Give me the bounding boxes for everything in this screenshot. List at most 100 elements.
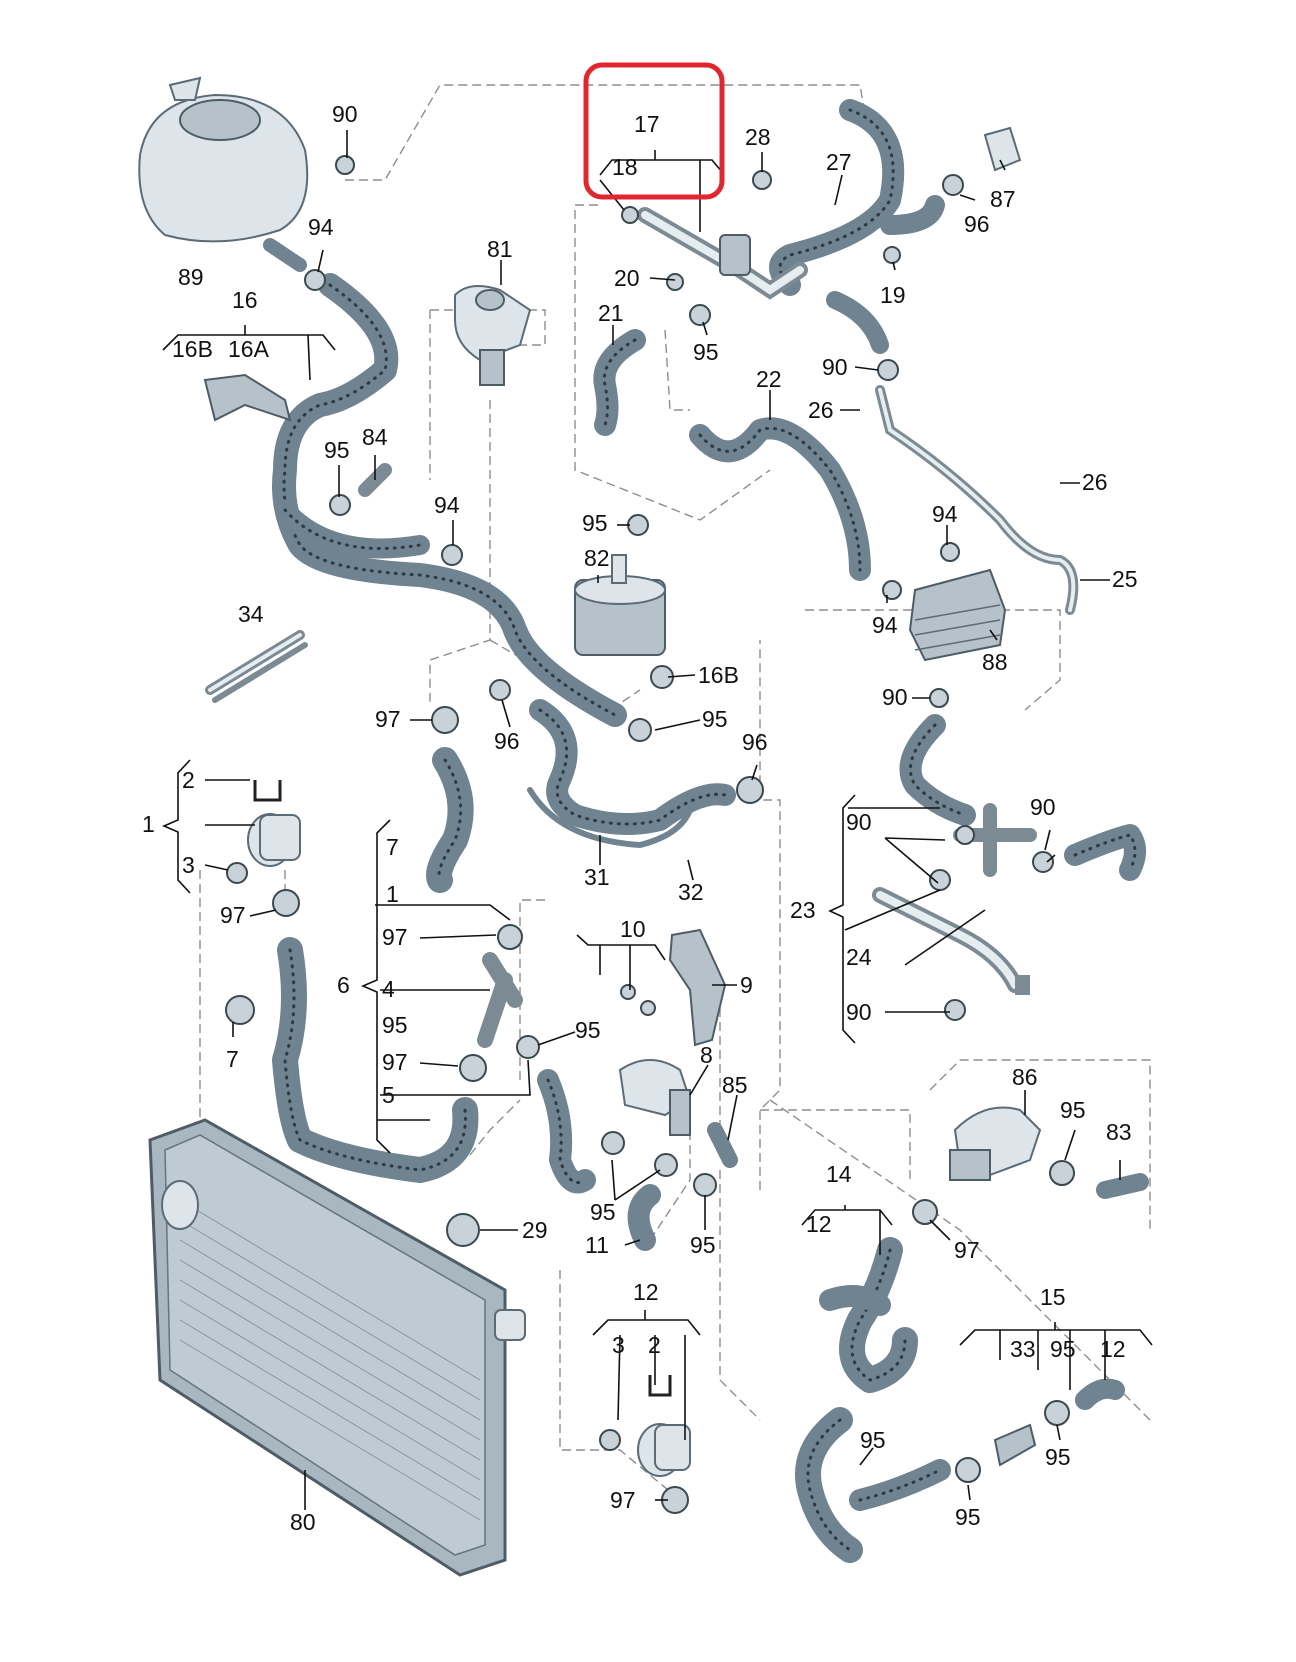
- callout-29: 29: [522, 1217, 548, 1243]
- callout-1: 1: [142, 811, 155, 837]
- callout-8: 8: [700, 1042, 713, 1068]
- thermostat-86: [949, 1106, 1042, 1181]
- callout-95: 95: [575, 1017, 601, 1043]
- callout-3: 3: [612, 1332, 625, 1358]
- callout-95: 95: [702, 706, 728, 732]
- callout-94: 94: [308, 214, 334, 240]
- bracket-16a: [203, 373, 292, 422]
- callout-80: 80: [290, 1509, 316, 1535]
- flange-1: [247, 780, 301, 867]
- callout-97: 97: [954, 1237, 980, 1263]
- callout-95: 95: [1050, 1336, 1076, 1362]
- coolant-hoses: [272, 99, 1146, 1563]
- callout-17: 17: [634, 111, 660, 137]
- callout-95: 95: [382, 1012, 408, 1038]
- oil-cooler-88: [908, 568, 1007, 662]
- callout-22: 22: [756, 366, 782, 392]
- sensor-87: [983, 126, 1022, 172]
- callout-1-lower: 1: [386, 881, 399, 907]
- callout-90: 90: [1030, 794, 1056, 820]
- callout-82: 82: [584, 545, 610, 571]
- callout-leaders: [161, 130, 1153, 1510]
- callout-95: 95: [860, 1427, 886, 1453]
- callout-95: 95: [690, 1232, 716, 1258]
- callout-85: 85: [722, 1072, 748, 1098]
- callout-20: 20: [614, 265, 640, 291]
- callout-96: 96: [742, 729, 768, 755]
- hose-clips: [225, 155, 1075, 1514]
- callout-23: 23: [790, 897, 816, 923]
- callout-87: 87: [990, 186, 1016, 212]
- callout-94: 94: [434, 492, 460, 518]
- connector-33: [993, 1423, 1037, 1467]
- callout-3: 3: [182, 852, 195, 878]
- callout-94: 94: [932, 501, 958, 527]
- callout-95: 95: [1060, 1097, 1086, 1123]
- callout-6: 6: [337, 972, 350, 998]
- callout-97: 97: [382, 924, 408, 950]
- callout-16a: 16A: [228, 336, 270, 362]
- callout-95: 95: [582, 510, 608, 536]
- callout-26: 26: [1082, 469, 1108, 495]
- callout-83: 83: [1106, 1119, 1132, 1145]
- callout-27: 27: [826, 149, 852, 175]
- callout-84: 84: [362, 424, 388, 450]
- callout-88: 88: [982, 649, 1008, 675]
- callout-10: 10: [620, 916, 646, 942]
- callout-97: 97: [375, 706, 401, 732]
- callout-32: 32: [678, 879, 704, 905]
- callout-5: 5: [382, 1082, 395, 1108]
- callout-numbers: 17 18 90 89 94 16 16B 16A 95 84 94 81 28…: [142, 101, 1138, 1535]
- callout-7: 7: [386, 834, 399, 860]
- callout-34: 34: [238, 601, 264, 627]
- callout-90: 90: [332, 101, 358, 127]
- callout-2: 2: [648, 1332, 661, 1358]
- callout-2: 2: [182, 767, 195, 793]
- callout-81: 81: [487, 236, 513, 262]
- callout-4: 4: [382, 976, 395, 1002]
- callout-24: 24: [846, 944, 872, 970]
- callout-14: 14: [826, 1161, 852, 1187]
- callout-31: 31: [584, 864, 610, 890]
- callout-28: 28: [745, 124, 771, 150]
- highlight-box: [583, 62, 725, 200]
- t-piece-4: [477, 952, 523, 1048]
- callout-90: 90: [882, 684, 908, 710]
- callout-16: 16: [232, 287, 258, 313]
- callout-16b-lower: 16B: [698, 662, 739, 688]
- callout-86: 86: [1012, 1064, 1038, 1090]
- callout-97: 97: [610, 1487, 636, 1513]
- callout-95: 95: [324, 437, 350, 463]
- callout-15: 15: [1040, 1284, 1066, 1310]
- callout-97: 97: [220, 902, 246, 928]
- callout-97: 97: [382, 1049, 408, 1075]
- bracket-9: [668, 928, 727, 1047]
- callout-95: 95: [693, 339, 719, 365]
- expansion-tank: [138, 76, 309, 272]
- callout-12: 12: [1100, 1336, 1126, 1362]
- callout-95: 95: [590, 1199, 616, 1225]
- callout-19: 19: [880, 282, 906, 308]
- callout-25: 25: [1112, 566, 1138, 592]
- callout-16b: 16B: [172, 336, 213, 362]
- hose-83: [1096, 1173, 1149, 1199]
- callout-12: 12: [633, 1279, 659, 1305]
- callout-11: 11: [585, 1232, 609, 1258]
- rigid-pipes: [205, 207, 1079, 995]
- callout-90: 90: [822, 354, 848, 380]
- callout-90: 90: [846, 999, 872, 1025]
- assembly-guide-lines: [199, 84, 1151, 1501]
- callout-33: 33: [1010, 1336, 1036, 1362]
- callout-12: 12: [806, 1211, 832, 1237]
- callout-95: 95: [955, 1504, 981, 1530]
- callout-18: 18: [612, 154, 638, 180]
- hose-85: [707, 1122, 738, 1168]
- callout-9: 9: [740, 972, 753, 998]
- callout-26: 26: [808, 397, 834, 423]
- callout-90: 90: [846, 809, 872, 835]
- electric-pump-81: [454, 285, 532, 386]
- callout-94: 94: [872, 612, 898, 638]
- callout-89: 89: [178, 264, 204, 290]
